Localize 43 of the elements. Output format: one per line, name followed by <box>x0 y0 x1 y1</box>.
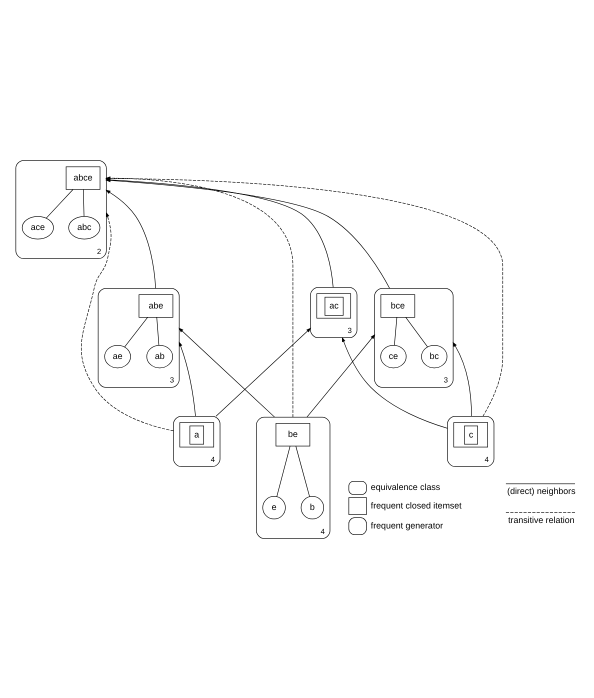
connector <box>46 188 74 218</box>
cluster <box>98 288 180 388</box>
node-box: abe <box>138 294 174 318</box>
node-ellipse: abc <box>68 216 100 239</box>
connector <box>405 316 428 347</box>
node-ellipse: ae <box>104 344 131 368</box>
cluster <box>447 415 494 466</box>
legend-label: frequent closed itemset <box>370 500 462 510</box>
cluster <box>374 288 454 388</box>
node-ellipse: ab <box>146 344 173 368</box>
cluster <box>173 415 220 466</box>
node-box: ac <box>316 292 352 318</box>
arrow <box>80 211 174 431</box>
node-ellipse: ace <box>22 216 54 239</box>
cluster <box>310 286 358 338</box>
connector <box>394 316 398 346</box>
legend-label: equivalence class <box>370 482 440 492</box>
arrow <box>106 189 156 288</box>
cluster <box>16 160 107 258</box>
legend-label: frequent generator <box>370 520 444 530</box>
connector <box>156 316 160 346</box>
connector <box>83 188 84 216</box>
arrow <box>452 341 472 416</box>
arrow <box>216 327 312 416</box>
legend-label: transitive relation <box>508 514 574 524</box>
connector <box>296 445 310 496</box>
node-circle: b <box>300 496 324 519</box>
node-box: abce <box>66 166 100 190</box>
node-box: c <box>453 422 488 447</box>
arrow <box>178 340 196 416</box>
arrow <box>178 327 276 418</box>
node-ellipse: ce <box>380 344 407 368</box>
connector <box>124 316 148 347</box>
cluster <box>256 416 330 538</box>
node-box: be <box>276 422 310 446</box>
connector <box>276 445 290 496</box>
legend-label: (direct) neighbors <box>507 485 576 496</box>
node-box: a <box>180 422 214 447</box>
node-box: bce <box>380 294 416 318</box>
arrow <box>342 336 448 428</box>
arrow <box>306 334 376 418</box>
node-ellipse: bc <box>421 344 448 368</box>
node-circle: e <box>262 496 286 519</box>
